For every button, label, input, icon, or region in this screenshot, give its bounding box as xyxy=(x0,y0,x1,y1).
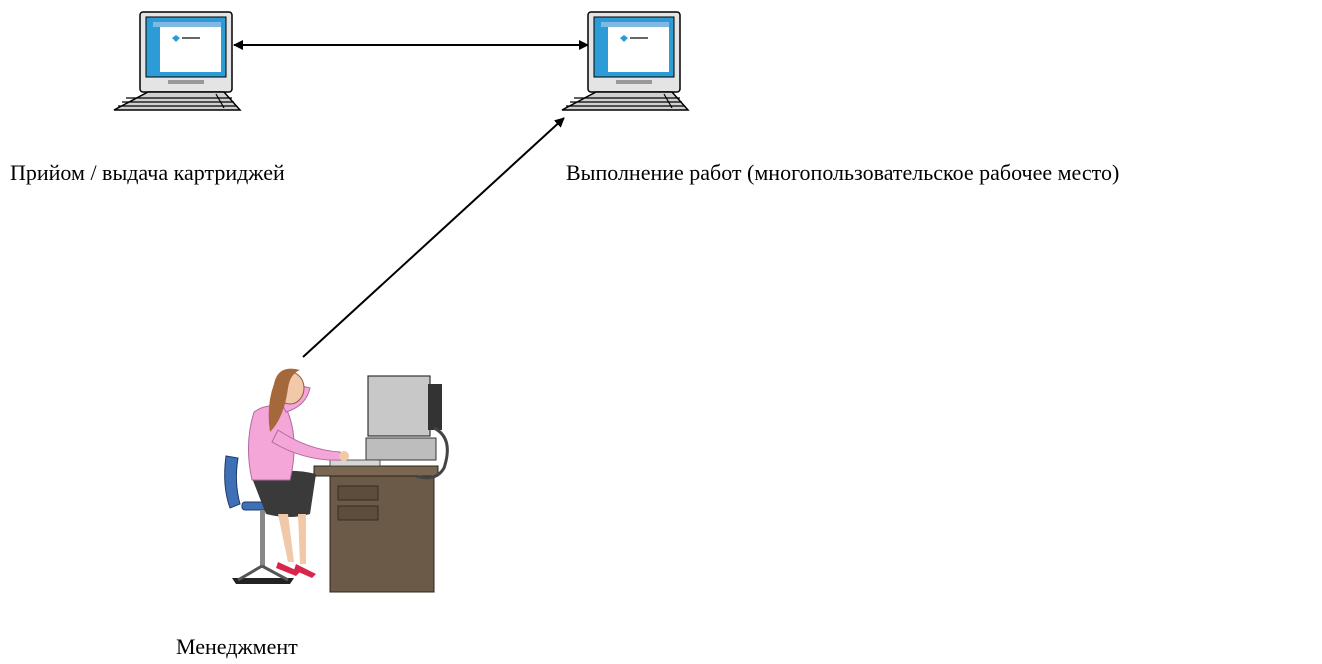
node-workplace xyxy=(556,10,696,120)
edge-management-workplace xyxy=(302,117,565,358)
node-management xyxy=(218,368,458,600)
woman-at-computer-icon xyxy=(224,368,449,593)
computer-icon xyxy=(561,11,690,111)
node-management-label: Менеджмент xyxy=(176,634,298,659)
node-reception-label: Прийом / выдача картриджей xyxy=(10,160,285,185)
computer-icon xyxy=(113,11,242,111)
node-reception xyxy=(108,10,248,120)
node-workplace-label: Выполнение работ (многопользовательское … xyxy=(566,160,1120,185)
